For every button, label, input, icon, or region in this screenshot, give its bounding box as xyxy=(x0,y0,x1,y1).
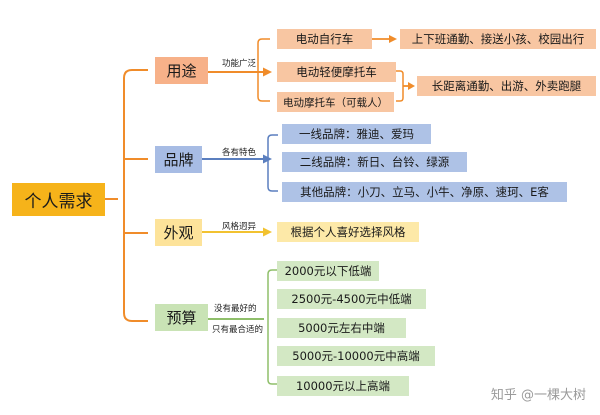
category-usage: 用途 xyxy=(155,57,208,84)
usage-item-1: 电动自行车 xyxy=(277,29,372,49)
budget-item-1: 2000元以下低端 xyxy=(277,261,379,281)
budget-item-2: 2500元-4500元中低端 xyxy=(277,289,426,309)
brand-item-2: 二线品牌：新日、台铃、绿源 xyxy=(282,152,467,172)
brand-item-1: 一线品牌：雅迪、爱玛 xyxy=(282,124,431,144)
usage-result-2: 长距离通勤、出游、外卖跑腿 xyxy=(417,76,596,96)
usage-result-1: 上下班通勤、接送小孩、校园出行 xyxy=(400,29,596,49)
category-appearance: 外观 xyxy=(155,219,202,246)
brand-item-3: 其他品牌：小刀、立马、小牛、净原、速珂、E客 xyxy=(282,182,567,202)
category-budget: 预算 xyxy=(155,304,208,331)
edge-label-appearance: 风格迥异 xyxy=(222,222,257,232)
edge-label-budget-line1: 没有最好的 xyxy=(214,304,257,314)
edge-label-usage: 功能广泛 xyxy=(222,59,257,69)
edge-label-budget-line2: 只有最合适的 xyxy=(212,325,264,335)
category-brand: 品牌 xyxy=(155,146,202,173)
root-node: 个人需求 xyxy=(12,183,105,216)
usage-item-3: 电动摩托车（可载人） xyxy=(277,92,394,112)
budget-item-4: 5000元-10000元中高端 xyxy=(277,346,435,366)
budget-item-5: 10000元以上高端 xyxy=(277,376,409,396)
watermark: 知乎 @一棵大树 xyxy=(490,388,586,403)
edge-label-brand: 各有特色 xyxy=(222,148,257,158)
budget-item-3: 5000元左右中端 xyxy=(277,318,406,338)
appearance-item-1: 根据个人喜好选择风格 xyxy=(277,222,419,242)
usage-item-2: 电动轻便摩托车 xyxy=(277,62,396,82)
